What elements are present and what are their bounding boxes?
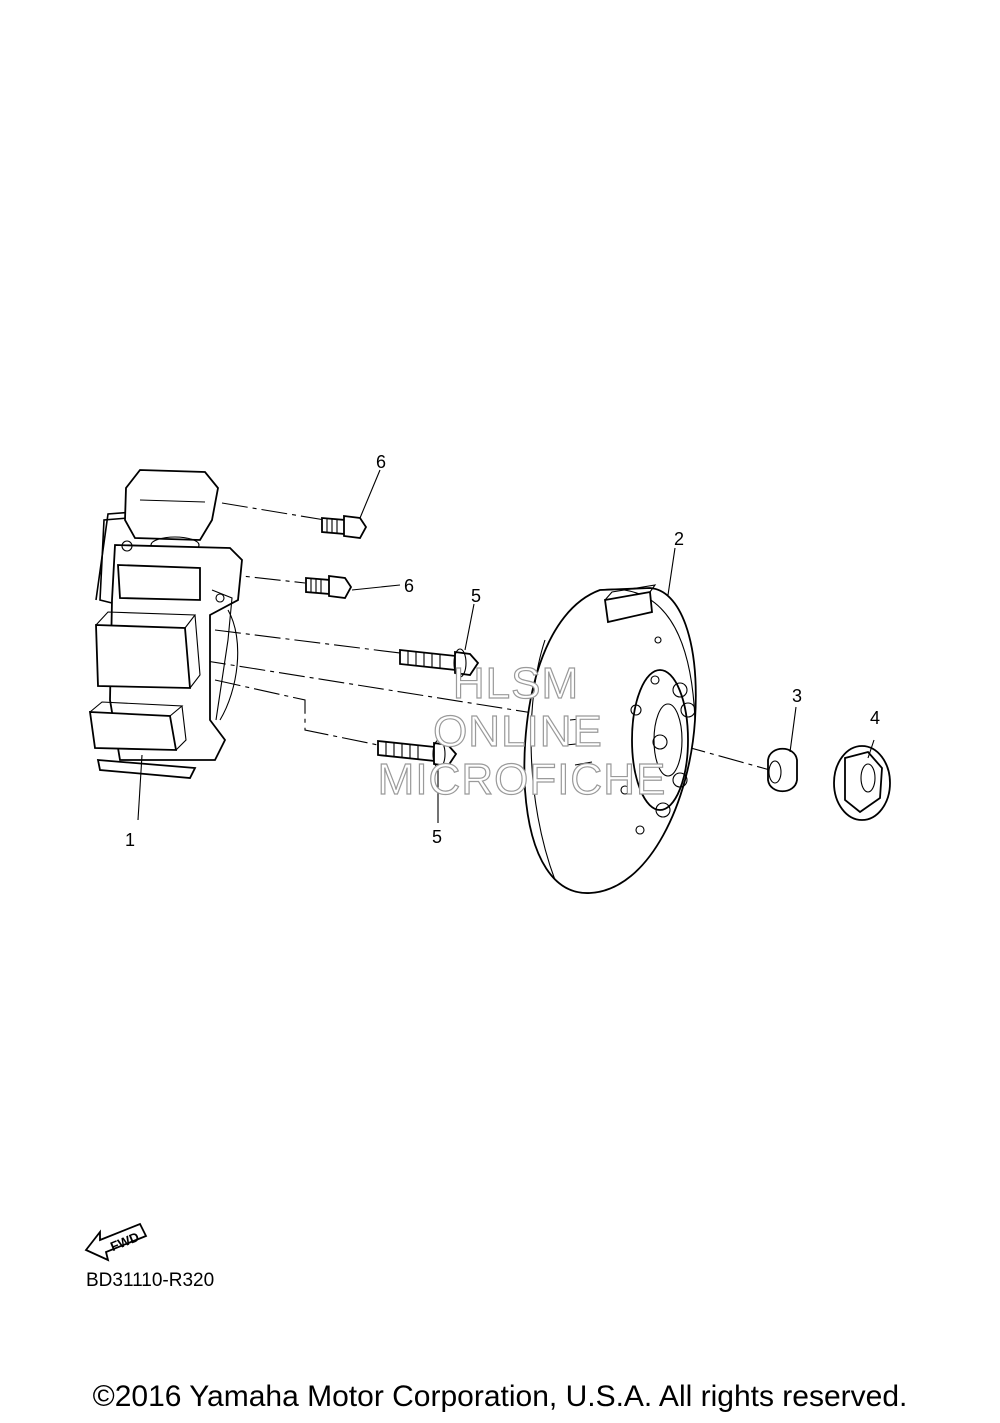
- bolt-6-upper[interactable]: [321, 514, 368, 539]
- stator-assembly[interactable]: [88, 469, 243, 779]
- callout-leaders: [137, 469, 875, 823]
- callout-3: 3: [792, 686, 802, 706]
- watermark: HLSM ONLINE MICROFICHE: [377, 658, 667, 804]
- watermark-line-1: HLSM: [453, 659, 579, 708]
- diagram-reference-code: BD31110-R320: [86, 1270, 215, 1291]
- woodruff-key-3[interactable]: [767, 747, 798, 793]
- callout-6-upper: 6: [376, 452, 386, 472]
- callout-5-upper: 5: [471, 586, 481, 606]
- flywheel-rotor[interactable]: [523, 584, 697, 894]
- watermark-line-2: ONLINE: [433, 707, 603, 756]
- forward-direction-arrow: FWD: [84, 1222, 148, 1262]
- flange-bolt-5-upper[interactable]: [399, 648, 480, 678]
- flange-bolt-5-lower[interactable]: [377, 739, 458, 769]
- callout-4: 4: [870, 708, 880, 728]
- callout-6-lower: 6: [404, 576, 414, 596]
- bolt-6-lower[interactable]: [305, 574, 353, 599]
- watermark-line-3: MICROFICHE: [378, 755, 667, 804]
- flange-nut-4[interactable]: [833, 745, 891, 821]
- copyright-notice: ©2016 Yamaha Motor Corporation, U.S.A. A…: [92, 1380, 908, 1413]
- callout-labels: 1 2 3 4 5 5 6 6: [125, 452, 880, 850]
- fwd-label: FWD: [108, 1229, 141, 1254]
- callout-1: 1: [125, 830, 135, 850]
- callout-2: 2: [674, 529, 684, 549]
- callout-5-lower: 5: [432, 827, 442, 847]
